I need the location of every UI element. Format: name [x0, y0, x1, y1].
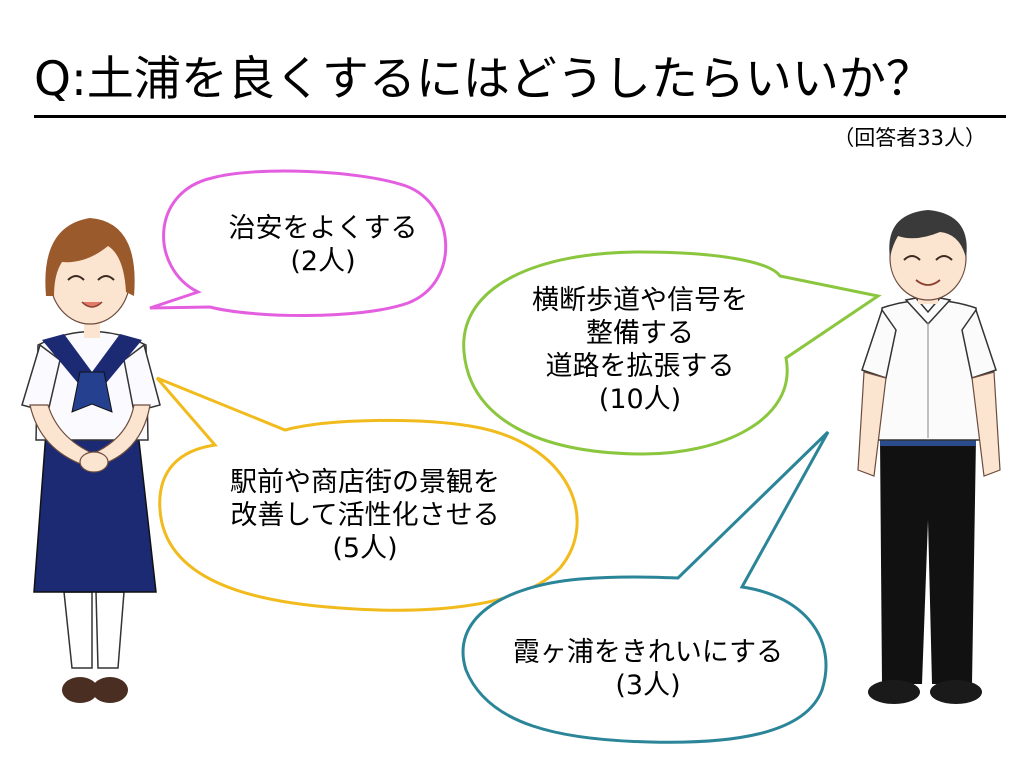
bubble-shops-line2: 改善して活性化させる: [230, 500, 500, 531]
girl-right-shoe: [92, 677, 128, 703]
girl-smile: [81, 301, 103, 308]
slide-title: Q:土浦を良くするにはどうしたらいいか？: [34, 48, 1006, 118]
man-belt: [880, 436, 976, 446]
man-right-arm: [971, 371, 1001, 477]
bubble-safety-outline: [149, 169, 448, 318]
girl-right-leg: [95, 591, 125, 669]
bubble-streets-line2: 整備する: [586, 318, 694, 349]
man-left-shoe: [868, 680, 920, 704]
bubble-shops-line1: 駅前や商店街の景観を: [230, 467, 500, 498]
bubble-lake-text: 霞ヶ浦をきれいにする (3人): [478, 636, 818, 702]
girl-right-eye: [97, 275, 115, 281]
girl-left-eye: [67, 275, 85, 281]
bubble-shops-outline: [155, 376, 579, 612]
respondent-count: （回答者33人）: [833, 126, 986, 150]
bubble-lake-count: (3人): [615, 670, 681, 701]
man-right-shoe: [930, 680, 982, 704]
man-left-arm: [857, 371, 887, 477]
bubble-safety-count: (2人): [290, 246, 356, 277]
man-figure: [857, 210, 1001, 704]
bubble-streets-line1: 横断歩道や信号を: [532, 285, 748, 316]
girl-hands: [79, 451, 109, 473]
man-hair: [889, 210, 967, 258]
man-trousers: [880, 438, 976, 684]
schoolgirl-figure: [21, 218, 161, 703]
bubble-shops-text: 駅前や商店街の景観を 改善して活性化させる (5人): [180, 466, 550, 565]
girl-hair: [45, 218, 135, 296]
bubble-shops-count: (5人): [332, 533, 398, 564]
girl-left-leg: [63, 591, 93, 669]
bubble-streets-count: (10人): [598, 384, 682, 415]
bubble-safety-line1: 治安をよくする: [228, 213, 418, 244]
bubble-lake-line1: 霞ヶ浦をきれいにする: [512, 637, 784, 668]
bubble-streets-outline: [462, 250, 882, 456]
girl-left-shoe: [62, 677, 98, 703]
girl-sailor-collar: [42, 334, 142, 400]
bubble-streets-line3: 道路を拡張する: [545, 351, 735, 382]
bubble-streets-text: 横断歩道や信号を 整備する 道路を拡張する (10人): [500, 284, 780, 416]
man-left-eye: [903, 255, 921, 261]
man-right-eye: [935, 255, 953, 261]
girl-scarf: [71, 371, 113, 413]
man-smile: [915, 279, 941, 286]
bubble-lake-outline: [461, 430, 830, 744]
bubble-safety-text: 治安をよくする (2人): [198, 212, 448, 278]
